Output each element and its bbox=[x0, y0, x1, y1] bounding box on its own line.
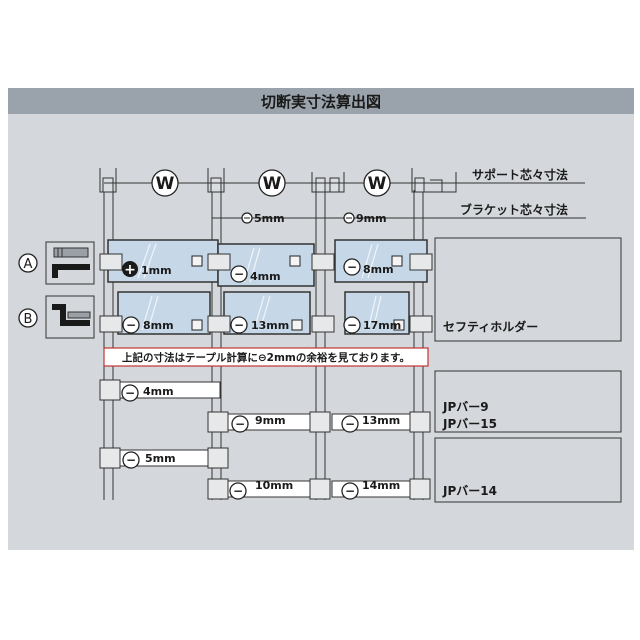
bracket-label: ブラケット芯々寸法 bbox=[460, 202, 568, 217]
svg-text:−: − bbox=[347, 260, 357, 274]
row-a: + 1mm − 4mm − 8mm bbox=[99, 239, 433, 287]
svg-text:−: − bbox=[347, 318, 357, 332]
marker-b: B bbox=[18, 295, 95, 339]
dim-r3-5mm: 5mm bbox=[145, 452, 176, 465]
top-support-hooks bbox=[99, 168, 470, 193]
right-legend: セフティホルダー JPバー9 JPバー15 JPバー14 bbox=[434, 237, 622, 503]
dim-r4-14mm: 14mm bbox=[362, 479, 400, 492]
dim-a-8mm: 8mm bbox=[363, 263, 394, 276]
w-circle bbox=[151, 169, 179, 197]
pipe-row-2: − 9mm − 13mm bbox=[207, 411, 431, 433]
dim-a-4mm: 4mm bbox=[250, 270, 281, 283]
holder-label: セフティホルダー bbox=[443, 319, 538, 334]
w-label: W bbox=[368, 174, 387, 194]
svg-text:−: − bbox=[345, 417, 355, 431]
w-circle bbox=[258, 169, 286, 197]
minus-circle bbox=[122, 316, 140, 334]
svg-text:−: − bbox=[234, 318, 244, 332]
marker-a: A bbox=[18, 241, 95, 285]
holder-box bbox=[434, 237, 622, 342]
dim-r4-10mm: 10mm bbox=[255, 479, 293, 492]
jp14-box bbox=[434, 437, 622, 503]
title-bar: 切断実寸法算出図 bbox=[8, 88, 634, 114]
bracket-dim-9: 9mm bbox=[356, 212, 387, 225]
bracket-dimension-row: 5mm 9mm bbox=[212, 212, 440, 225]
w-label: W bbox=[156, 174, 175, 194]
w-label: W bbox=[263, 174, 282, 194]
dim-b-8mm: 8mm bbox=[143, 319, 174, 332]
minus-circle bbox=[343, 258, 361, 276]
page-title: 切断実寸法算出図 bbox=[260, 92, 381, 111]
svg-text:−: − bbox=[125, 386, 135, 400]
minus-circle bbox=[230, 265, 248, 283]
dim-r2-9mm: 9mm bbox=[255, 414, 286, 427]
pipe-row-3: − 5mm bbox=[99, 447, 229, 469]
jp14-label: JPバー14 bbox=[442, 484, 497, 498]
dim-r1-4mm: 4mm bbox=[143, 385, 174, 398]
pipe-row-4: − 10mm − 14mm bbox=[207, 478, 431, 500]
dim-b-17mm: 17mm bbox=[363, 319, 401, 332]
note-text: 上記の寸法はテープル計算に⊖2mmの余裕を見ております。 bbox=[122, 351, 410, 364]
svg-text:−: − bbox=[126, 453, 136, 467]
svg-text:A: A bbox=[24, 257, 33, 272]
svg-text:−: − bbox=[233, 484, 243, 498]
jp-bar-box bbox=[434, 370, 622, 433]
jp15-label: JPバー15 bbox=[442, 417, 497, 431]
minus-circle bbox=[230, 316, 248, 334]
dim-a-1mm: 1mm bbox=[141, 264, 172, 277]
w-circle bbox=[363, 169, 391, 197]
row-b: − 8mm − 13mm − 17mm bbox=[99, 291, 433, 335]
bracket-dim-5: 5mm bbox=[254, 212, 285, 225]
dim-r2-13mm: 13mm bbox=[362, 414, 400, 427]
svg-text:B: B bbox=[24, 312, 33, 327]
svg-text:−: − bbox=[235, 417, 245, 431]
w-marks: W W W bbox=[151, 169, 391, 197]
svg-text:−: − bbox=[345, 484, 355, 498]
support-label: サポート芯々寸法 bbox=[472, 167, 568, 182]
svg-text:−: − bbox=[234, 267, 244, 281]
plus-circle bbox=[122, 261, 138, 277]
svg-text:−: − bbox=[126, 318, 136, 332]
pipe-row-1: − 4mm bbox=[99, 379, 221, 402]
note-bar: 上記の寸法はテープル計算に⊖2mmの余裕を見ております。 bbox=[103, 347, 429, 367]
jp9-label: JPバー9 bbox=[442, 400, 489, 414]
dim-b-13mm: 13mm bbox=[251, 319, 289, 332]
minus-circle bbox=[343, 316, 361, 334]
plus-sign: + bbox=[124, 262, 136, 278]
